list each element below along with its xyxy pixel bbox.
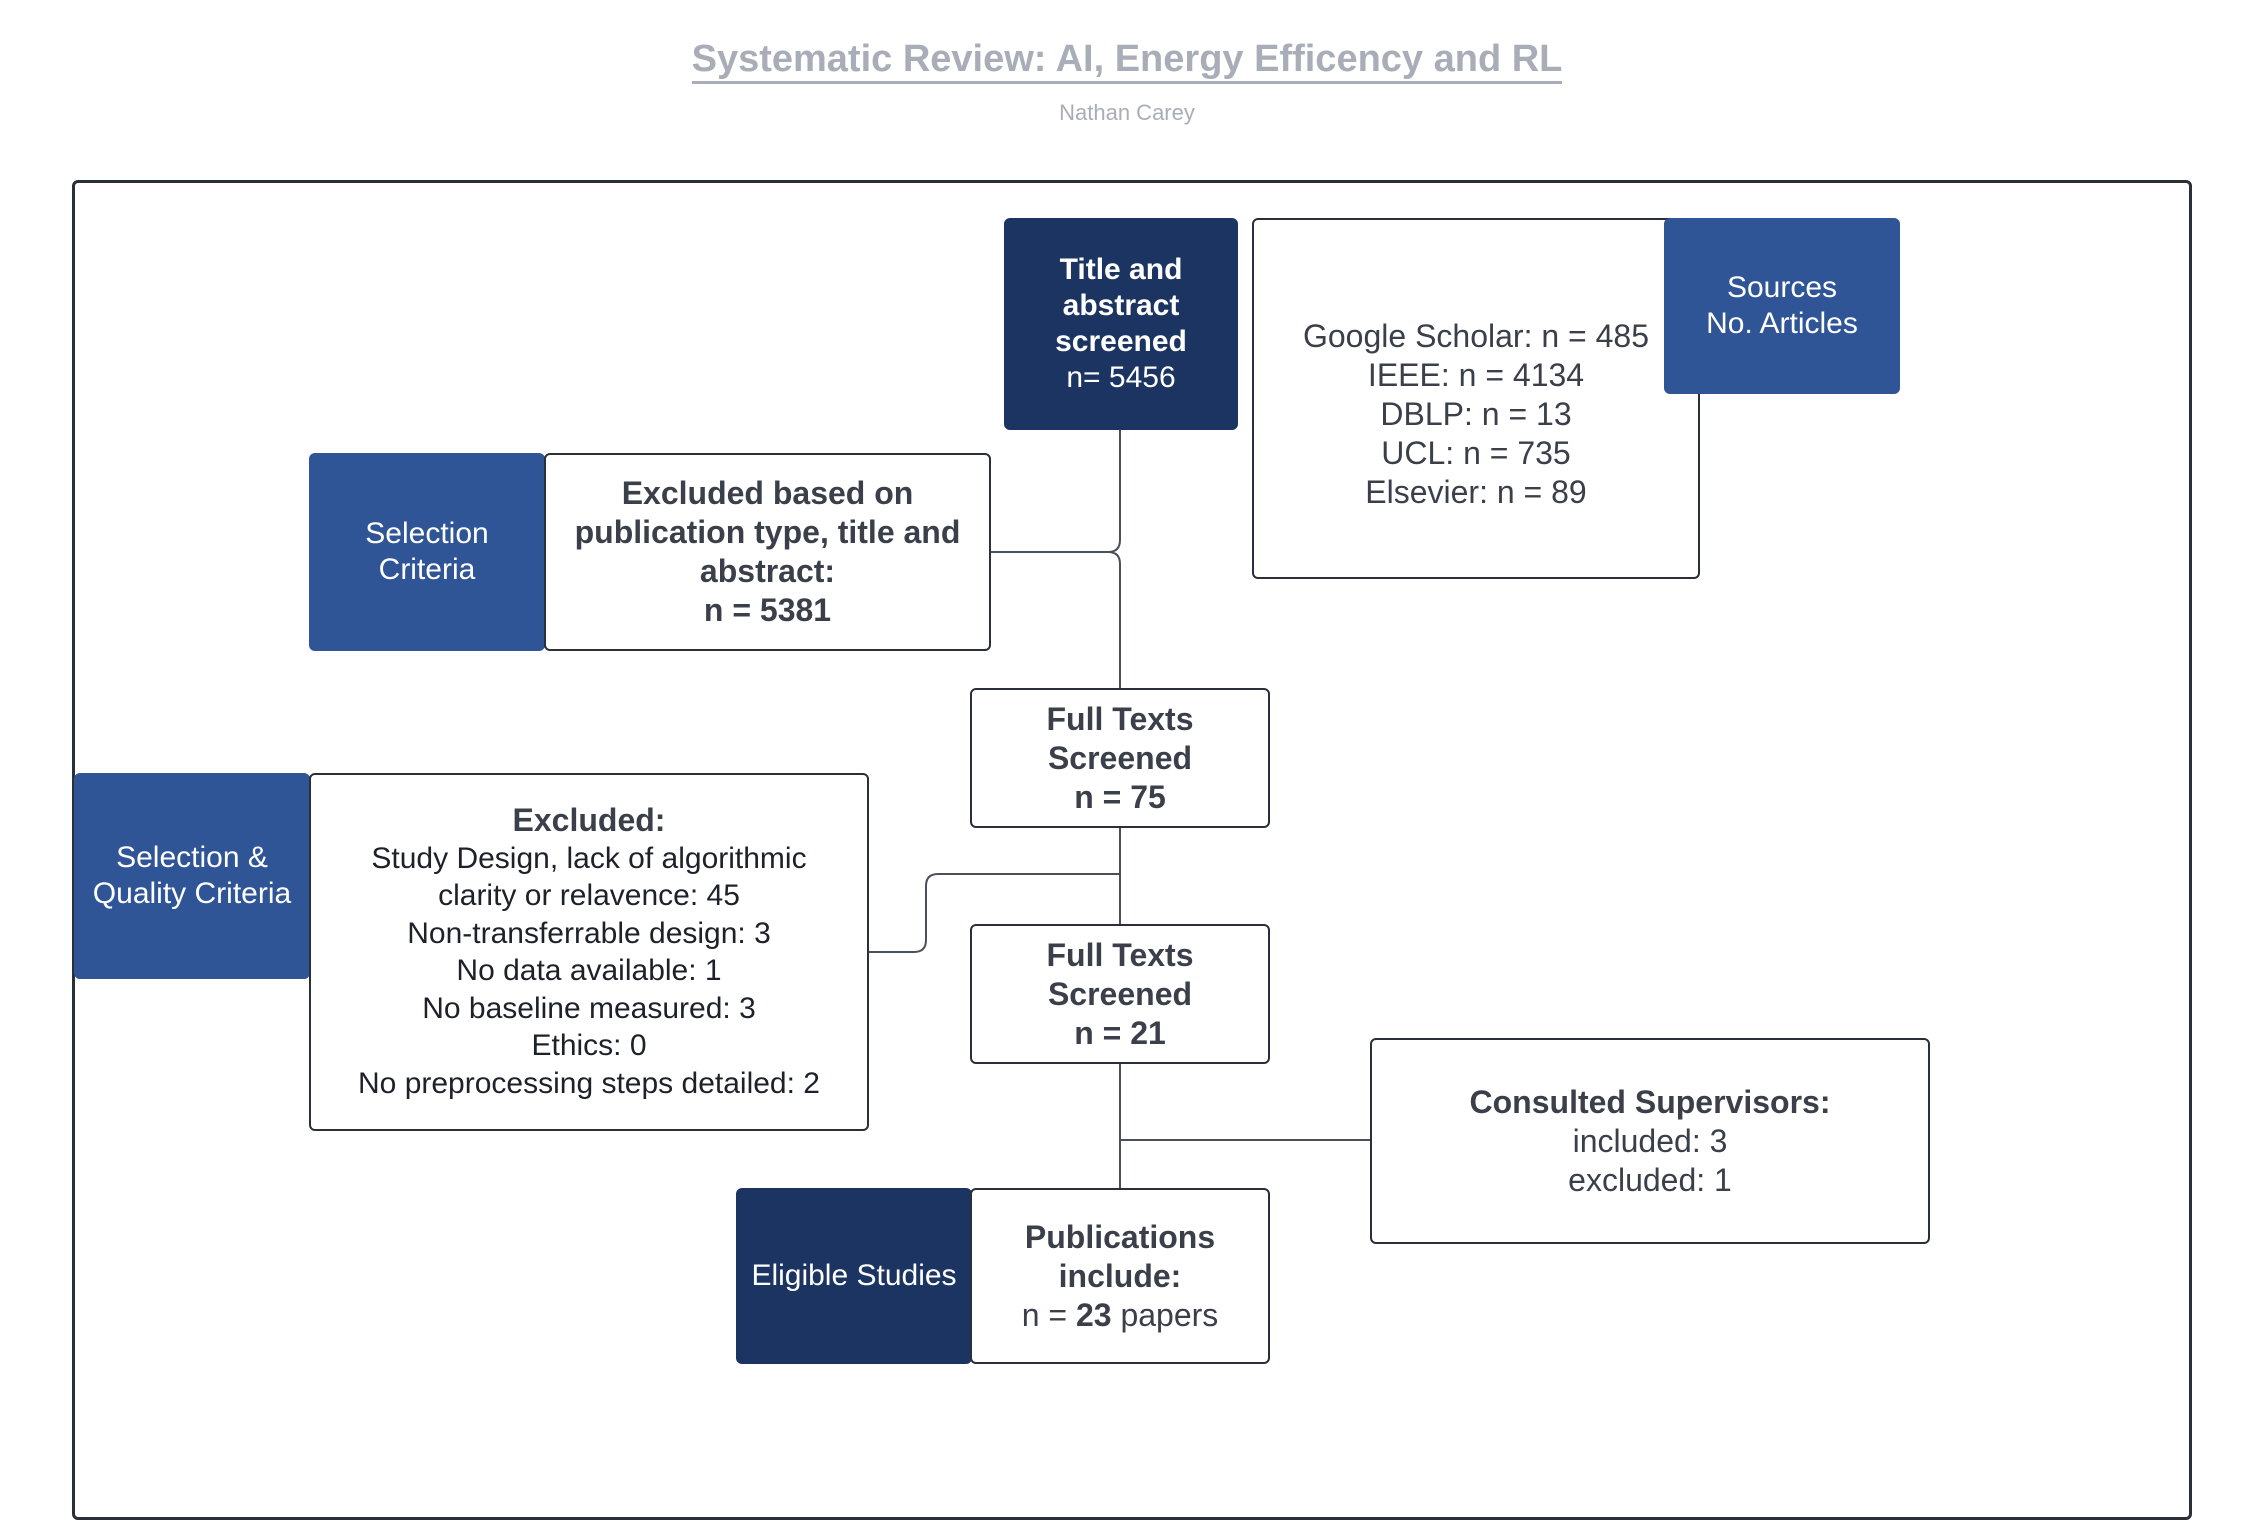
box-count: n = 5381 <box>703 592 832 628</box>
exclusion-item: No preprocessing steps detailed: 2 <box>358 1066 820 1100</box>
tag-line: Selection <box>365 517 489 550</box>
exclusion-item: No baseline measured: 3 <box>422 991 756 1025</box>
count-suffix: papers <box>1111 1296 1219 1333</box>
sources-tag: Sources No. Articles <box>1664 218 1900 394</box>
connector-main-mid <box>1107 551 1121 688</box>
exclusion-item: No data available: 1 <box>456 954 722 987</box>
box-count: n = 75 <box>1074 778 1166 815</box>
box-heading: Consulted Supervisors: <box>1469 1083 1831 1120</box>
count-value: 23 <box>1075 1296 1112 1333</box>
quality-criteria-tag: Selection & Quality Criteria <box>74 773 310 979</box>
node-line: screened <box>1055 325 1187 358</box>
exclusion-item: Study Design, lack of algorithmic <box>371 841 807 875</box>
publications-included-box: Publications include: n = 23 papers <box>970 1188 1270 1364</box>
exclusion-item: Ethics: 0 <box>531 1029 647 1062</box>
source-item: DBLP: n = 13 <box>1380 396 1572 432</box>
sources-box: Google Scholar: n = 485 IEEE: n = 4134 D… <box>1252 218 1700 579</box>
full-texts-screened-2: Full Texts Screened n = 21 <box>970 924 1270 1064</box>
box-heading: abstract: <box>699 553 836 589</box>
box-heading: Full Texts <box>1046 936 1194 973</box>
source-item: IEEE: n = 4134 <box>1367 357 1585 393</box>
tag-line: Eligible Studies <box>751 1259 957 1292</box>
box-heading: include: <box>1058 1257 1182 1294</box>
excluded-title-abstract-box: Excluded based on publication type, titl… <box>544 453 991 651</box>
box-count: n = 21 <box>1074 1014 1166 1051</box>
box-heading: Publications <box>1024 1218 1216 1255</box>
supervisors-included: included: 3 <box>1572 1122 1728 1159</box>
tag-line: Criteria <box>378 553 476 586</box>
diagram-title: Systematic Review: AI, Energy Efficency … <box>0 38 2254 84</box>
selection-criteria-tag: Selection Criteria <box>309 453 545 651</box>
tag-line: Quality Criteria <box>92 877 292 910</box>
supervisors-excluded: excluded: 1 <box>1568 1161 1732 1198</box>
box-heading: Excluded: <box>512 802 666 838</box>
source-item: Elsevier: n = 89 <box>1365 474 1587 510</box>
box-heading: Full Texts <box>1046 700 1194 737</box>
exclusion-item: Non-transferrable design: 3 <box>407 916 771 950</box>
diagram-author: Nathan Carey <box>1059 100 1195 125</box>
connector-lines <box>868 430 1370 1188</box>
connector-quality <box>868 873 1120 953</box>
box-heading: Screened <box>1047 975 1193 1012</box>
tag-line: No. Articles <box>1706 307 1858 340</box>
node-line: Title and <box>1059 253 1183 286</box>
node-count: n= 5456 <box>1066 361 1176 394</box>
node-line: abstract <box>1062 289 1180 322</box>
full-texts-screened-1: Full Texts Screened n = 75 <box>970 688 1270 828</box>
source-item: Google Scholar: n = 485 <box>1302 318 1649 354</box>
title-abstract-screened-node: Title and abstract screened n= 5456 <box>1004 218 1238 430</box>
box-count: n = 23 papers <box>1022 1296 1219 1335</box>
tag-line: Sources <box>1726 271 1838 304</box>
source-item: UCL: n = 735 <box>1381 435 1571 471</box>
box-heading: publication type, title and <box>574 514 961 550</box>
excluded-quality-box: Excluded: Study Design, lack of algorith… <box>309 773 869 1131</box>
consulted-supervisors-box: Consulted Supervisors: included: 3 exclu… <box>1370 1038 1930 1244</box>
box-heading: Excluded based on <box>621 475 914 511</box>
exclusion-item: clarity or relavence: 45 <box>438 879 740 912</box>
eligible-studies-tag: Eligible Studies <box>736 1188 972 1364</box>
connector-main-top <box>990 430 1121 553</box>
count-prefix: n = <box>1021 1296 1076 1333</box>
tag-line: Selection & <box>116 841 268 874</box>
box-heading: Screened <box>1047 739 1193 776</box>
